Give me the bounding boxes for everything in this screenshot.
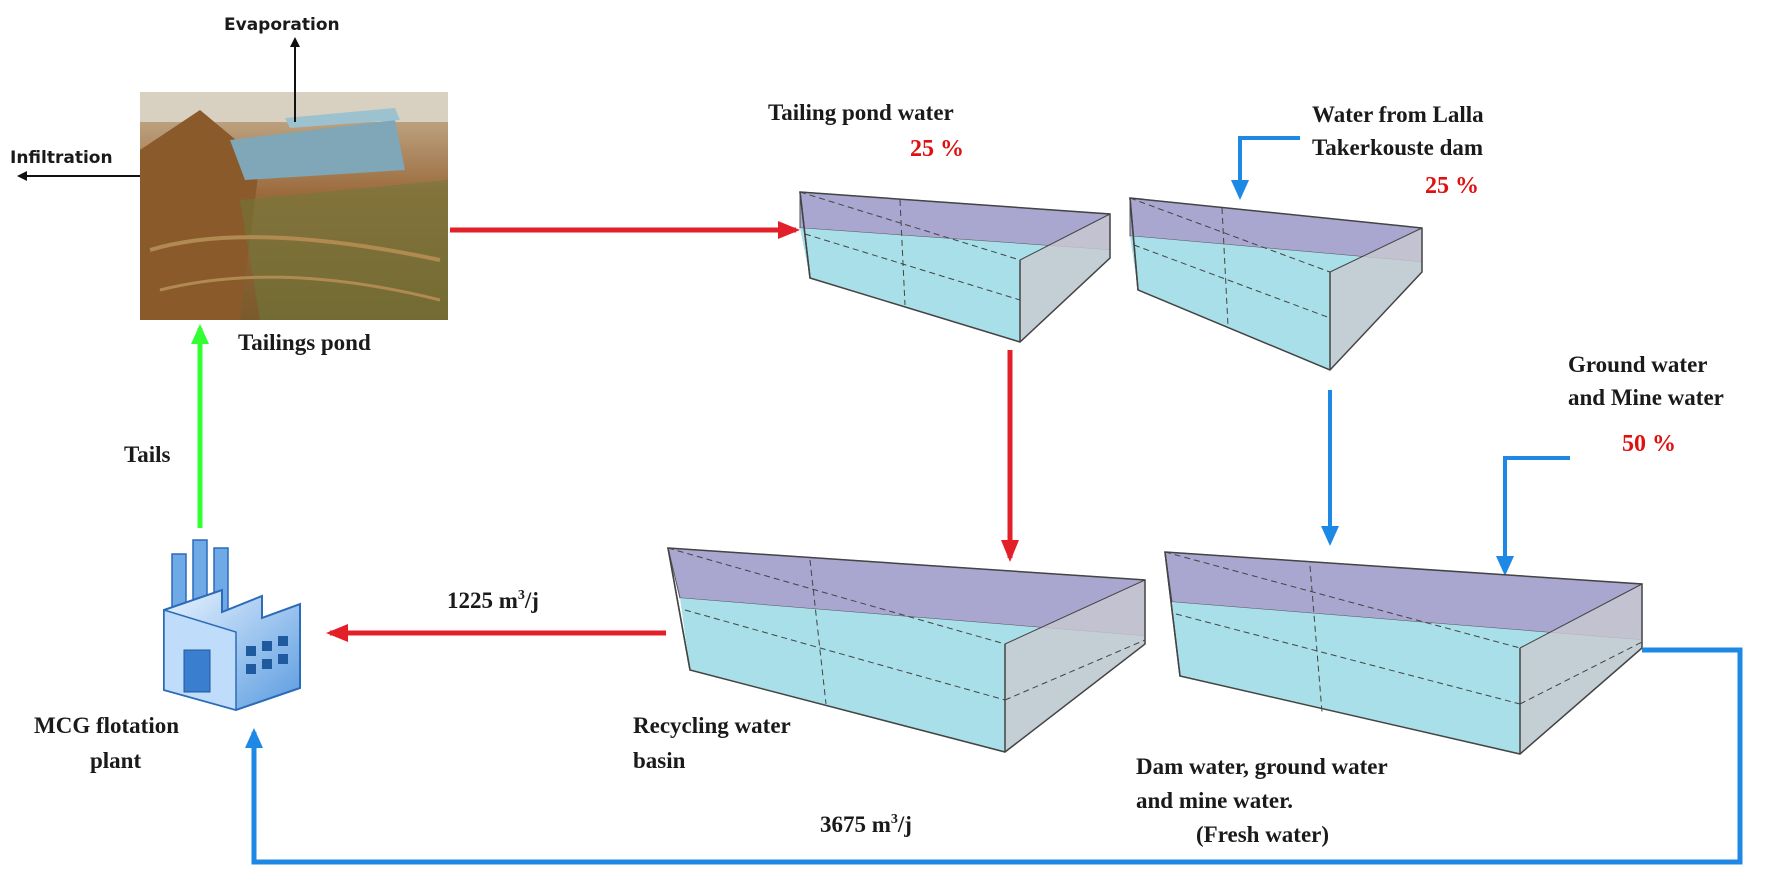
recycling-water-basin — [667, 547, 1146, 753]
recycling-basin-label-line1: Recycling water — [633, 713, 791, 738]
tailing-pond-water-percent: 25 % — [910, 136, 964, 162]
ground-water-label-line2: and Mine water — [1568, 385, 1724, 410]
arrow-ground-inflow — [1496, 456, 1570, 576]
flow-recycle-value: 1225 m — [447, 588, 518, 613]
tailings-pond-photo — [140, 92, 448, 320]
tailing-pond-water-label: Tailing pond water — [768, 100, 954, 125]
factory-icon — [163, 539, 301, 712]
fresh-water-label-line1: Dam water, ground water — [1136, 754, 1388, 779]
tailings-pond-label: Tailings pond — [238, 330, 371, 355]
dam-water-percent: 25 % — [1425, 173, 1479, 199]
fresh-water-label-line3: (Fresh water) — [1196, 822, 1329, 847]
flow-recycle-unit: /j — [524, 588, 539, 613]
fresh-water-label-line2: and mine water. — [1136, 788, 1293, 813]
arrow-dam-inflow — [1231, 136, 1300, 200]
flow-fresh-sup: 3 — [891, 812, 898, 827]
tailing-pond-water-tank — [799, 191, 1111, 343]
flow-fresh-value: 3675 m — [820, 812, 891, 837]
mcg-plant-label-line1: MCG flotation — [34, 713, 179, 738]
ground-water-percent: 50 % — [1622, 431, 1676, 457]
flow-recycle-label: 1225 m3/j — [447, 588, 539, 613]
evaporation-label: Evaporation — [224, 15, 340, 35]
ground-water-label-line1: Ground water — [1568, 352, 1708, 377]
dam-water-label-line2: Takerkouste dam — [1312, 135, 1483, 160]
fresh-water-basin — [1164, 551, 1643, 755]
dam-water-label-line1: Water from Lalla — [1312, 102, 1484, 127]
flow-fresh-unit: /j — [897, 812, 912, 837]
arrow-fresh-to-plant — [245, 647, 1743, 865]
mcg-plant-label-line2: plant — [90, 748, 141, 773]
flow-recycle-sup: 3 — [518, 588, 525, 603]
flow-fresh-label: 3675 m3/j — [820, 812, 912, 837]
recycling-basin-label-line2: basin — [633, 748, 686, 773]
tails-label: Tails — [124, 442, 171, 467]
dam-water-tank — [1129, 197, 1423, 371]
infiltration-label: Infiltration — [10, 148, 113, 168]
